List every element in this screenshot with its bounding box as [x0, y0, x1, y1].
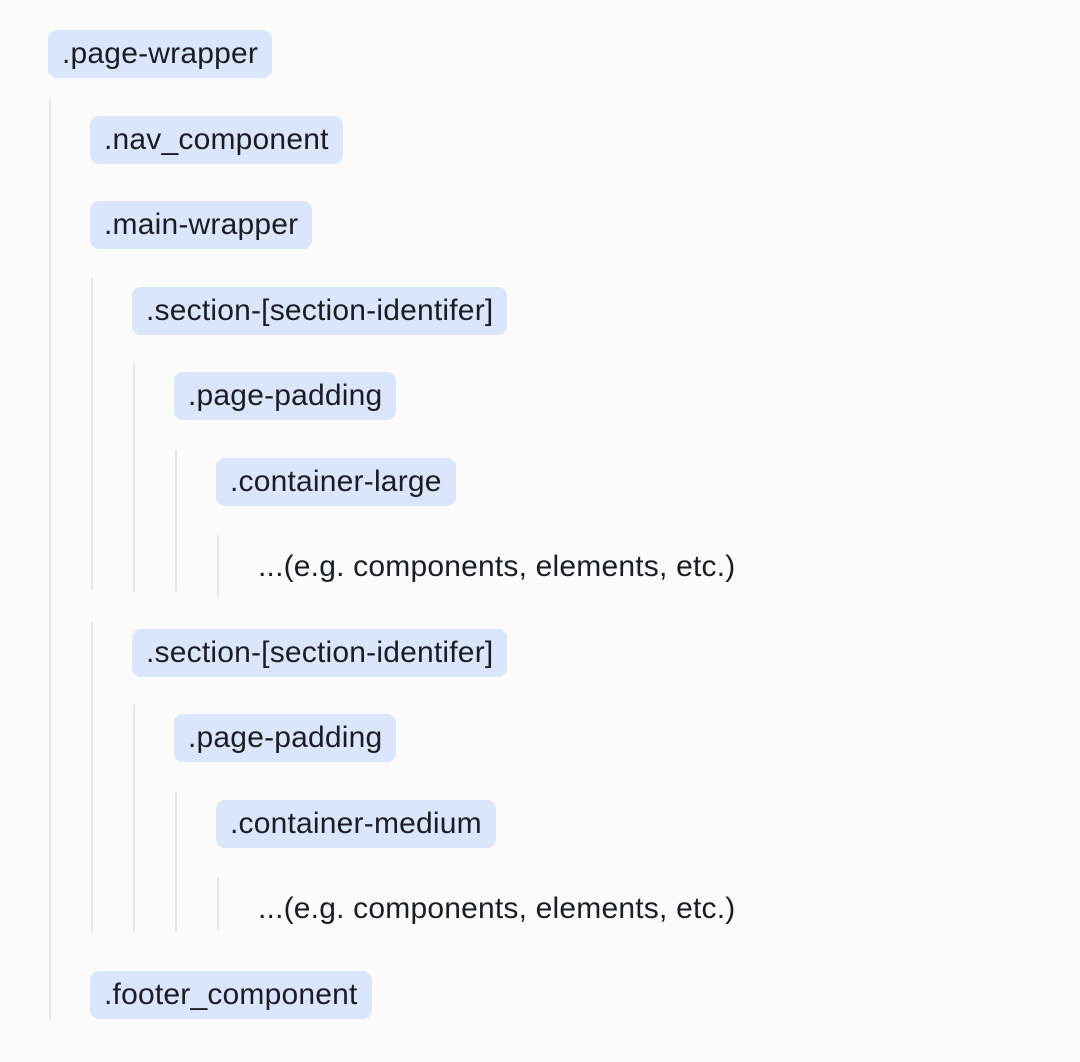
tree-node-label: .main-wrapper — [104, 208, 299, 241]
tree-node-main-wrapper: .main-wrapper — [90, 201, 313, 249]
tree-node-nav-component: .nav_component — [90, 116, 343, 164]
tree-node-container-medium: .container-medium — [216, 800, 496, 848]
tree-node-page-padding: .page-padding — [174, 714, 397, 762]
tree-guide-line — [49, 99, 51, 1020]
tree-node-label: .section-[section-identifer] — [146, 294, 494, 327]
tree-node-label: .page-padding — [188, 721, 383, 754]
tree-guide-line — [91, 621, 93, 932]
tree-node-label: .container-large — [230, 465, 442, 498]
tree-guide-line — [133, 363, 135, 592]
tree-guide-line — [175, 791, 177, 932]
tree-node-label: .nav_component — [104, 123, 329, 156]
tree-guide-line — [175, 449, 177, 592]
tree-node-section-section-identifer: .section-[section-identifer] — [132, 287, 508, 335]
tree-node-label: ...(e.g. components, elements, etc.) — [258, 892, 736, 925]
tree-node-label: .section-[section-identifer] — [146, 636, 494, 669]
tree-node-footer-component: .footer_component — [90, 971, 372, 1019]
tree-node-container-large: .container-large — [216, 458, 456, 506]
tree-guide-line — [91, 277, 93, 590]
tree-node-label: ...(e.g. components, elements, etc.) — [258, 550, 736, 583]
tree-guide-line — [217, 535, 219, 597]
tree-node-e-g-components-elements-etc: ...(e.g. components, elements, etc.) — [258, 885, 735, 933]
tree-node-label: .page-wrapper — [62, 37, 259, 70]
tree-node-section-section-identifer: .section-[section-identifer] — [132, 629, 508, 677]
tree-node-page-wrapper: .page-wrapper — [48, 30, 273, 78]
tree-node-label: .page-padding — [188, 379, 383, 412]
tree-node-page-padding: .page-padding — [174, 372, 397, 420]
tree-node-e-g-components-elements-etc: ...(e.g. components, elements, etc.) — [258, 543, 735, 591]
tree-guide-line — [217, 877, 219, 930]
tree-node-label: .footer_component — [104, 978, 358, 1011]
tree-guide-line — [133, 705, 135, 932]
tree-node-label: .container-medium — [230, 807, 482, 840]
